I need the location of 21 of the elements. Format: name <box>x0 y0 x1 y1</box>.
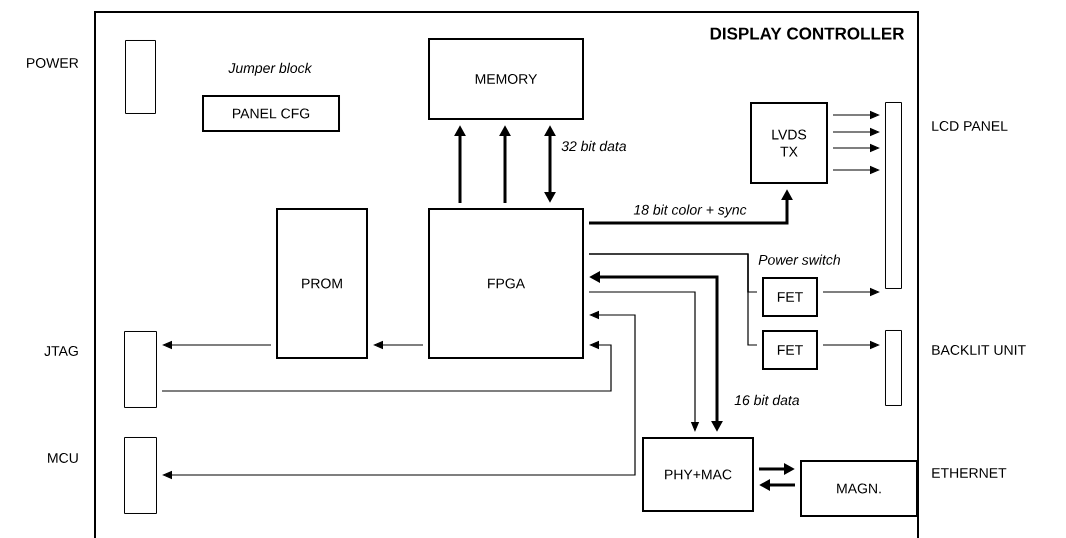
block-box: PROM <box>276 208 368 359</box>
node-label: Jumper block <box>228 62 313 76</box>
block-box: FET <box>762 277 818 317</box>
edge-label: 16 bit data <box>733 393 801 407</box>
node-label: JTAG <box>44 346 78 356</box>
edge-label: 32 bit data <box>560 139 628 153</box>
block-box: FPGA <box>428 208 584 359</box>
edge-label: 18 bit color + sync <box>632 203 748 219</box>
block-box: LVDS TX <box>750 102 828 184</box>
block-box: FET <box>762 330 818 370</box>
node-label: MCU <box>48 453 78 463</box>
board-title: DISPLAY CONTROLLER <box>710 27 905 40</box>
block-box: MAGN. <box>800 460 918 517</box>
note-label: Power switch <box>758 254 840 265</box>
node-label: LCD PANEL <box>932 121 1008 131</box>
node-label: ETHERNET <box>932 468 1007 478</box>
block-box: MEMORY <box>428 38 584 120</box>
node-label: BACKLIT UNIT <box>932 345 1026 355</box>
node-label: POWER <box>27 58 79 68</box>
block-box: PANEL CFG <box>202 95 340 132</box>
block-box: PHY+MAC <box>642 437 754 512</box>
